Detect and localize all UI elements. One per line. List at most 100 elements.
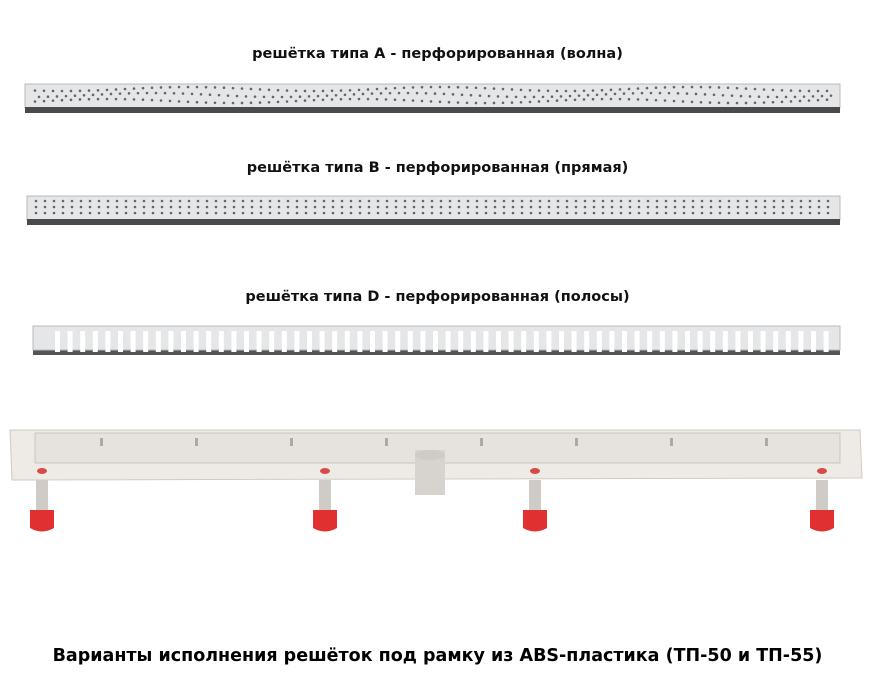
perforation-hole <box>73 94 77 98</box>
perforation-hole <box>493 211 497 215</box>
perforation-hole <box>304 199 308 203</box>
perforation-hole <box>484 211 488 215</box>
perforation-hole <box>277 211 281 215</box>
perforation-hole <box>199 92 203 96</box>
perforation-hole <box>97 205 101 209</box>
perforation-hole <box>115 199 119 203</box>
perforation-hole <box>654 98 658 102</box>
perforation-hole <box>64 94 68 98</box>
perforation-hole <box>313 199 317 203</box>
perforation-hole <box>223 199 227 203</box>
perforation-hole <box>762 88 766 91</box>
perforation-hole <box>484 205 488 209</box>
perforation-hole <box>412 199 416 203</box>
perforation-hole <box>169 205 173 209</box>
perforation-hole <box>123 97 127 101</box>
slot <box>596 331 602 352</box>
perforation-hole <box>195 85 199 89</box>
perforation-hole <box>547 199 551 203</box>
perforation-hole <box>96 88 100 92</box>
perforation-hole <box>564 98 568 102</box>
perforation-hole <box>817 205 821 209</box>
perforation-hole <box>133 199 137 203</box>
perforation-hole <box>430 205 434 209</box>
perforation-hole <box>366 97 370 101</box>
perforation-hole <box>565 211 569 215</box>
perforation-hole <box>745 211 749 215</box>
slot <box>785 331 791 352</box>
perforation-hole <box>222 86 226 90</box>
perforation-hole <box>105 88 109 92</box>
perforation-hole <box>442 92 446 96</box>
perforation-hole <box>466 199 470 203</box>
pin <box>290 438 293 446</box>
perforation-hole <box>565 205 569 209</box>
perforation-hole <box>322 199 326 203</box>
perforation-hole <box>709 199 713 203</box>
perforation-hole <box>334 93 338 97</box>
perforation-hole <box>330 89 334 93</box>
perforation-hole <box>816 98 820 102</box>
perforation-hole <box>690 85 694 89</box>
perforation-hole <box>267 88 271 92</box>
perforation-hole <box>717 86 721 89</box>
slot <box>798 331 804 352</box>
perforation-hole <box>196 199 200 203</box>
perforation-hole <box>736 199 740 203</box>
perforation-hole <box>367 211 371 215</box>
foot <box>810 510 834 532</box>
perforation-hole <box>721 93 725 97</box>
perforation-hole <box>663 99 667 102</box>
perforation-hole <box>258 101 262 104</box>
perforation-hole <box>682 199 686 203</box>
perforation-hole <box>235 94 239 98</box>
perforation-hole <box>196 211 200 215</box>
perforation-hole <box>187 199 191 203</box>
perforation-hole <box>79 211 83 215</box>
perforation-hole <box>772 199 776 203</box>
perforation-hole <box>564 89 568 93</box>
perforation-hole <box>771 100 775 104</box>
perforation-hole <box>267 100 271 104</box>
perforation-hole <box>465 86 469 89</box>
slot <box>319 331 325 352</box>
slot <box>445 331 451 352</box>
perforation-hole <box>475 205 479 209</box>
perforation-hole <box>231 86 235 90</box>
perforation-hole <box>172 91 176 95</box>
perforation-hole <box>703 93 707 96</box>
slot <box>735 331 741 352</box>
perforation-hole <box>385 199 389 203</box>
perforation-hole <box>367 205 371 209</box>
perforation-hole <box>295 199 299 203</box>
perforation-hole <box>610 211 614 215</box>
perforation-hole <box>708 85 712 89</box>
perforation-hole <box>223 205 227 209</box>
perforation-hole <box>478 94 482 97</box>
perforation-hole <box>619 199 623 203</box>
perforation-hole <box>798 99 802 103</box>
perforation-hole <box>178 205 182 209</box>
perforation-hole <box>349 205 353 209</box>
slot <box>67 331 73 352</box>
perforation-hole <box>286 205 290 209</box>
perforation-hole <box>78 89 82 93</box>
slot <box>672 331 678 352</box>
perforation-hole <box>46 95 50 99</box>
perforation-hole <box>348 97 352 101</box>
perforation-hole <box>340 199 344 203</box>
perforation-hole <box>262 95 266 99</box>
perforation-hole <box>394 199 398 203</box>
slot <box>332 331 338 352</box>
slot <box>193 331 199 352</box>
perforation-hole <box>339 97 343 101</box>
perforation-hole <box>646 199 650 203</box>
perforation-hole <box>595 93 599 97</box>
perforation-hole <box>825 98 829 102</box>
perforation-hole <box>208 93 212 97</box>
footer-caption: Варианты исполнения решёток под рамку из… <box>52 646 823 666</box>
perforation-hole <box>475 211 479 215</box>
perforation-hole <box>195 100 199 104</box>
perforation-hole <box>451 93 455 96</box>
slot <box>155 331 161 352</box>
